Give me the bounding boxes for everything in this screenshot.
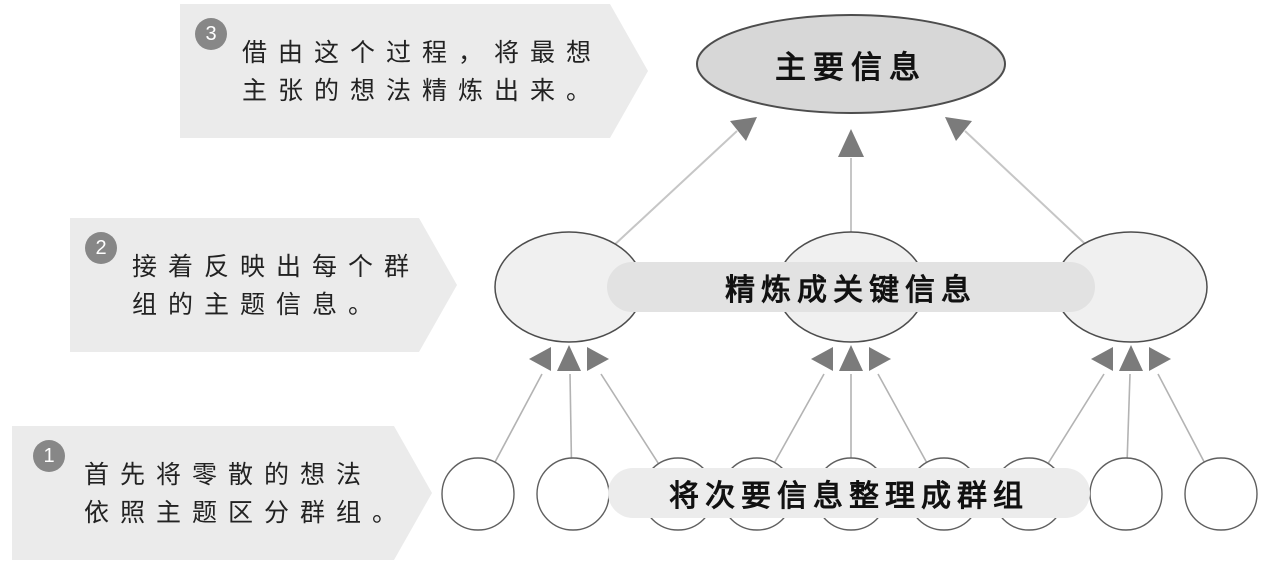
grouping-banner-label: 将次要信息整理成群组 xyxy=(669,480,1029,513)
chevron-arrowheads-left-group xyxy=(529,345,609,371)
step-3-text-line-1: 借由这个过程，将最想 xyxy=(242,38,603,67)
step-2-text: 接着反映出每个群 组的主题信息。 xyxy=(132,248,420,324)
step-2-text-line-1: 接着反映出每个群 xyxy=(132,252,421,281)
idea-circle xyxy=(536,457,610,531)
chevron-arrowheads-middle-group xyxy=(811,345,891,371)
arrowhead-up-icon xyxy=(1119,345,1143,371)
idea-circle xyxy=(1184,457,1258,531)
grouping-banner xyxy=(608,468,1090,518)
arrowhead-left-icon xyxy=(1091,347,1113,371)
step-3-text-line-2: 主张的想法精炼出来。 xyxy=(242,76,603,105)
arrowhead-right-icon xyxy=(869,347,891,371)
step-3-text: 借由这个过程，将最想 主张的想法精炼出来。 xyxy=(242,34,602,110)
step-1-text: 首先将零散的想法 依照主题区分群组。 xyxy=(84,456,408,532)
top-arrowheads xyxy=(730,117,972,157)
chevron-arrowheads-right-group xyxy=(1091,345,1171,371)
arrowhead-up-right-icon xyxy=(730,117,757,141)
step-1-text-line-2: 依照主题区分群组。 xyxy=(84,498,409,527)
arrowhead-up-icon xyxy=(839,345,863,371)
arrowhead-right-icon xyxy=(587,347,609,371)
arrowhead-up-left-icon xyxy=(945,117,972,141)
group-ellipses xyxy=(494,231,1208,343)
step-2-badge: 2 xyxy=(85,232,117,264)
step-1-callout: 1 首先将零散的想法 依照主题区分群组。 xyxy=(12,426,432,560)
main-message-label: 主要信息 xyxy=(775,49,927,85)
key-message-banner xyxy=(607,262,1095,312)
arrowhead-right-icon xyxy=(1149,347,1171,371)
step-1-badge: 1 xyxy=(33,440,65,472)
key-message-banner-label: 精炼成关键信息 xyxy=(725,274,977,307)
step-1-text-line-1: 首先将零散的想法 xyxy=(84,460,373,489)
step-2-callout: 2 接着反映出每个群 组的主题信息。 xyxy=(70,218,457,352)
arrowhead-left-icon xyxy=(529,347,551,371)
idea-circle xyxy=(441,457,515,531)
main-message-ellipse xyxy=(696,14,1006,114)
step-3-callout: 3 借由这个过程，将最想 主张的想法精炼出来。 xyxy=(180,4,648,138)
arrowhead-up-icon xyxy=(557,345,581,371)
step-3-badge: 3 xyxy=(195,18,227,50)
arrowhead-left-icon xyxy=(811,347,833,371)
idea-circle xyxy=(1089,457,1163,531)
step-2-text-line-2: 组的主题信息。 xyxy=(132,290,385,319)
arrowhead-up-icon xyxy=(838,129,864,157)
